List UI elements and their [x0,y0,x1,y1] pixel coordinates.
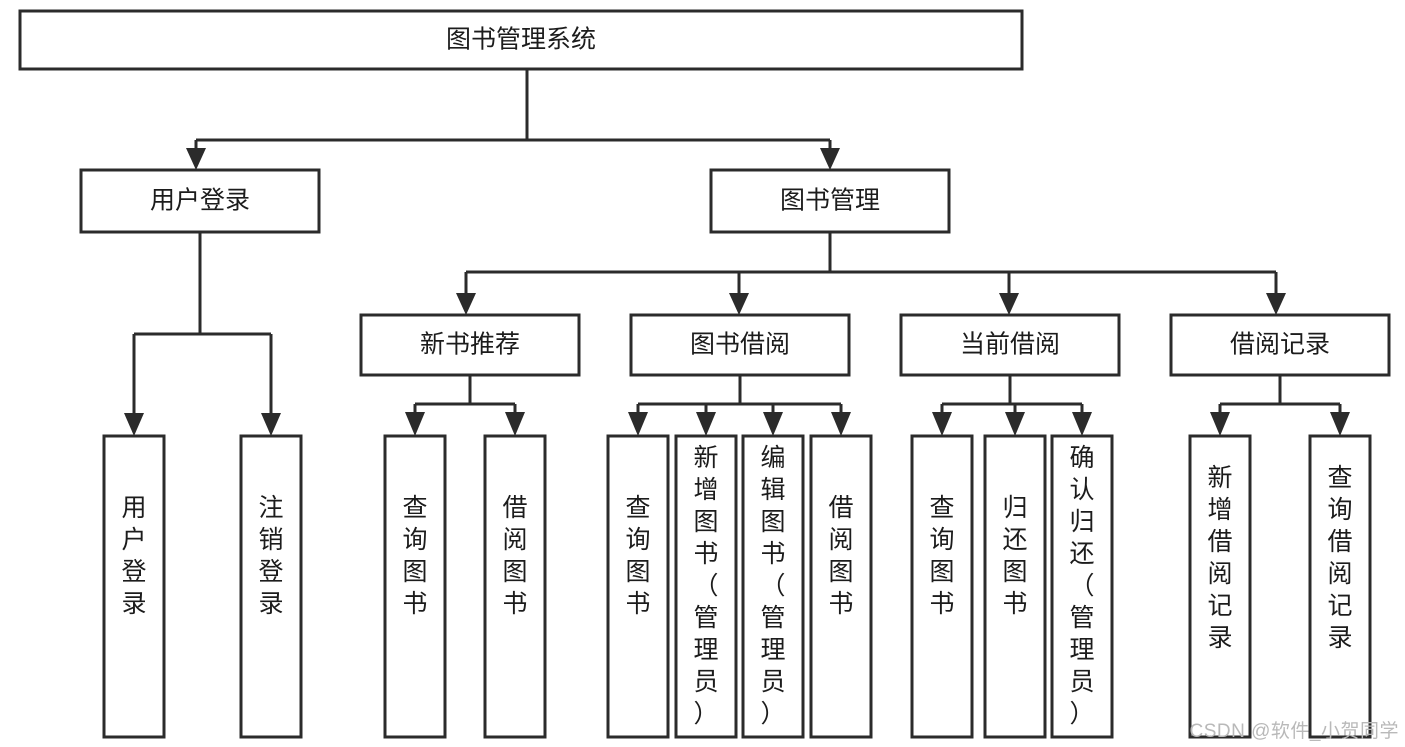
node-box[interactable] [239,434,303,739]
leaf-node-query-books-current[interactable]: 查询图书 [910,434,974,739]
arrow-head-icon [1005,412,1025,436]
node-label: 编辑图书（管理员） [760,444,785,728]
node-label: 新增借阅记录 [1207,464,1232,652]
node-book-borrow[interactable]: 图书借阅 [629,313,851,377]
node-label: 归还图书 [1002,494,1027,618]
node-label: 借阅记录 [1230,331,1330,359]
leaf-node-add-borrow-record[interactable]: 新增借阅记录 [1188,434,1252,739]
node-label: 图书管理 [780,187,880,215]
arrow-head-icon [763,412,783,436]
leaf-node-borrow-books-new[interactable]: 借阅图书 [483,434,547,739]
arrow-head-icon [1266,293,1286,315]
node-label: 新书推荐 [420,331,520,359]
arrow-head-icon [261,413,281,436]
leaf-node-edit-book-admin[interactable]: 编辑图书（管理员） [741,434,805,739]
node-box[interactable] [983,434,1047,739]
node-label: 借阅图书 [502,494,527,618]
leaf-node-borrow-books[interactable]: 借阅图书 [809,434,873,739]
arrow-head-icon [124,413,144,436]
connector-records-to-leaves [1210,375,1350,436]
node-label: 借阅图书 [828,494,853,618]
arrow-head-icon [820,148,840,170]
node-label: 查询借阅记录 [1327,464,1352,652]
node-box[interactable] [1169,313,1391,377]
node-label: 用户登录 [150,187,250,215]
connector-newbooks-to-leaves [405,375,525,436]
node-box[interactable] [899,313,1121,377]
node-label: 确认归还（管理员） [1069,444,1094,728]
node-label: 查询图书 [402,494,427,618]
arrow-head-icon [186,148,206,170]
arrow-head-icon [628,412,648,436]
arrow-head-icon [831,412,851,436]
node-box[interactable] [741,434,805,739]
node-box[interactable] [606,434,670,739]
node-label: 查询图书 [929,494,954,618]
node-box[interactable] [102,434,166,739]
node-label: 图书借阅 [690,331,790,359]
node-label: 新增图书（管理员） [693,444,718,728]
arrow-head-icon [999,293,1019,315]
node-label: 查询图书 [625,494,650,618]
leaf-node-query-books-new[interactable]: 查询图书 [383,434,447,739]
node-label: 当前借阅 [960,331,1060,359]
node-borrow-records[interactable]: 借阅记录 [1169,313,1391,377]
leaf-node-query-books-borrow[interactable]: 查询图书 [606,434,670,739]
arrow-head-icon [1330,412,1350,436]
node-box[interactable] [79,168,321,234]
arrow-head-icon [1072,412,1092,436]
node-box[interactable] [709,168,951,234]
node-box[interactable] [674,434,738,739]
arrow-head-icon [696,412,716,436]
arrow-head-icon [405,412,425,436]
leaf-node-confirm-return-admin[interactable]: 确认归还（管理员） [1050,434,1114,739]
leaf-node-logout[interactable]: 注销登录 [239,434,303,739]
arrow-head-icon [505,412,525,436]
node-box[interactable] [629,313,851,377]
connector-books-to-level3 [456,232,1286,315]
node-box[interactable] [359,313,581,377]
leaf-node-return-books[interactable]: 归还图书 [983,434,1047,739]
connector-root-to-level2 [186,69,840,170]
leaf-node-add-book-admin[interactable]: 新增图书（管理员） [674,434,738,739]
connector-current-to-leaves [932,375,1092,436]
arrow-head-icon [1210,412,1230,436]
node-box[interactable] [18,9,1024,71]
node-root[interactable]: 图书管理系统 [18,9,1024,71]
node-current-borrow[interactable]: 当前借阅 [899,313,1121,377]
node-box[interactable] [1308,434,1372,739]
node-book-management[interactable]: 图书管理 [709,168,951,234]
node-box[interactable] [383,434,447,739]
node-box[interactable] [1050,434,1114,739]
node-new-book-recommend[interactable]: 新书推荐 [359,313,581,377]
node-box[interactable] [809,434,873,739]
node-box[interactable] [483,434,547,739]
node-user-login[interactable]: 用户登录 [79,168,321,234]
arrow-head-icon [456,293,476,315]
connector-login-to-leaves [124,232,281,436]
node-label: 用户登录 [121,494,146,618]
arrow-head-icon [729,293,749,315]
leaf-node-user-login[interactable]: 用户登录 [102,434,166,739]
arrow-head-icon [932,412,952,436]
node-box[interactable] [910,434,974,739]
node-label: 注销登录 [258,494,283,618]
leaf-node-query-borrow-record[interactable]: 查询借阅记录 [1308,434,1372,739]
node-box[interactable] [1188,434,1252,739]
connector-borrow-to-leaves [628,375,851,436]
node-label: 图书管理系统 [446,26,596,54]
